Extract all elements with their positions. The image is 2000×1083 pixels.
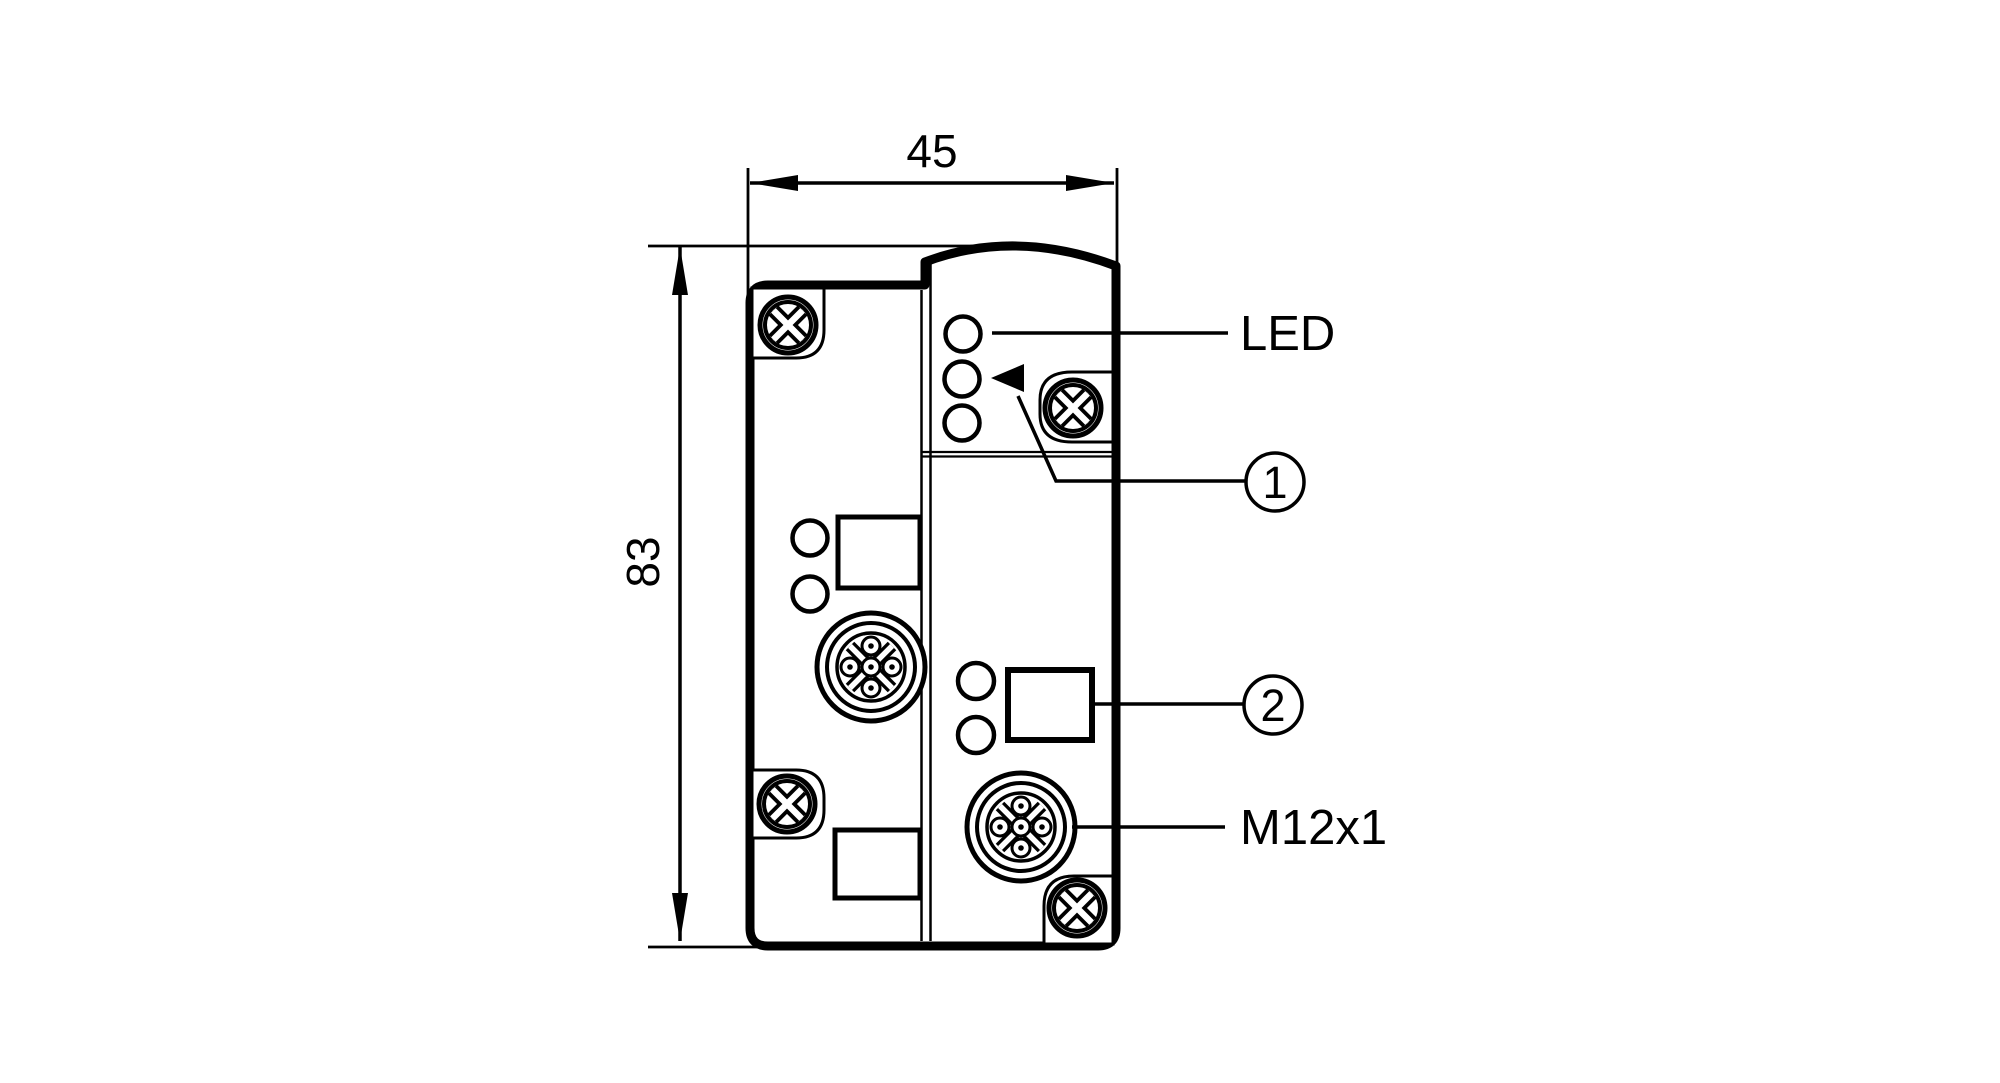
screw-icon-lower-left — [756, 773, 818, 835]
height-dimension-label: 83 — [617, 536, 669, 587]
right-indicator-circle-2 — [955, 714, 997, 756]
width-dimension-label: 45 — [906, 125, 957, 177]
dimension-arrow-down-icon — [672, 893, 688, 941]
screw-icon-bottom-right — [1046, 877, 1108, 939]
device-front-view — [745, 241, 1121, 951]
led-label: LED — [1240, 307, 1335, 361]
callout-1-leader-line — [1016, 395, 1246, 483]
screw-icon-upper-right — [1042, 377, 1104, 439]
led-indicator-2 — [942, 359, 982, 399]
left-upper-window — [835, 514, 923, 591]
m12-connector-icon-left — [814, 610, 928, 724]
callout-1-label: 1 — [1262, 457, 1287, 508]
left-indicator-circle-2 — [790, 574, 830, 614]
dimension-arrow-up-icon — [672, 247, 688, 295]
annotations: LED 1 2 M12x1 — [991, 307, 1387, 855]
left-indicator-circle-1 — [790, 518, 830, 558]
dimension-arrow-left-icon — [750, 175, 798, 191]
height-dimension: 83 — [617, 244, 1008, 949]
callout-1-circle — [1244, 451, 1306, 513]
m12-connector-icon-right — [964, 770, 1078, 884]
left-lower-window — [832, 827, 923, 901]
width-dimension: 45 — [746, 125, 1119, 298]
screw-icon-top-left — [757, 294, 819, 356]
callout-1-pointer-triangle-icon — [991, 364, 1024, 392]
led-indicator-1 — [943, 314, 983, 354]
callout-2-circle — [1242, 674, 1304, 736]
callout-2-label: 2 — [1260, 680, 1285, 731]
right-indicator-circle-1 — [955, 660, 997, 702]
dimension-arrow-right-icon — [1066, 175, 1114, 191]
led-indicator-3 — [942, 403, 982, 443]
m12-thread-label: M12x1 — [1240, 801, 1387, 855]
right-window-callout-2 — [1005, 667, 1095, 743]
